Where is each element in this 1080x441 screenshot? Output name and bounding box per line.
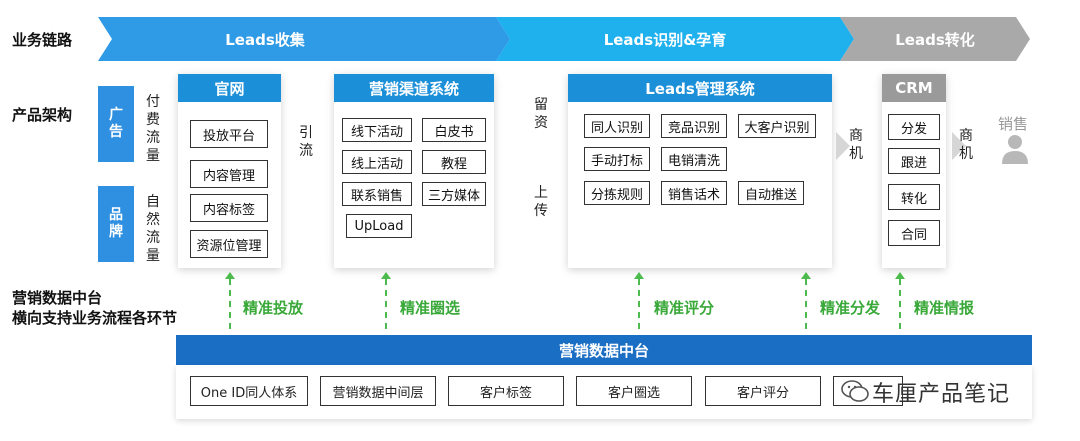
ad-tab: 广告 [98,86,134,162]
data-platform-bar: 营销数据中台 [176,335,1032,365]
retain-label: 留资 [534,97,548,131]
watermark-text: 车厘产品笔记 [872,382,1011,407]
precision-intelligence: 精准情报 [914,299,975,317]
crm-item: 分发 [888,114,940,140]
up-arrow-1 [225,272,235,329]
leads-item: 大客户识别 [738,114,816,138]
brand-tab-label: 品牌 [109,207,123,240]
business-chain-arrows [98,17,1030,61]
up-arrow-5 [895,272,905,329]
leads-item: 手动打标 [584,147,650,171]
up-arrow-3 [634,272,644,329]
chain-stage-identify: Leads识别&孕育 [603,30,727,49]
website-item: 内容管理 [190,160,268,188]
leads-item: 自动推送 [738,181,804,205]
platform-item: 营销数据中间层 [320,376,436,406]
platform-item: 客户标签 [448,376,564,406]
label-platform-line1: 营销数据中台 [12,289,103,307]
opportunity-label-2: 商机 [959,128,973,162]
leads-item: 同人识别 [584,114,650,138]
website-panel: 官网 投放平台 内容管理 内容标签 资源位管理 [178,74,281,268]
channel-item: 白皮书 [422,118,486,142]
crm-panel-title: CRM [882,74,946,102]
paid-traffic-label: 付费流量 [146,94,160,164]
leads-item: 分拣规则 [584,181,650,205]
upload-label: 上传 [534,185,548,219]
crm-item: 转化 [888,184,940,210]
wechat-logo [841,380,869,402]
channel-item: 线下活动 [342,118,412,142]
platform-item: One ID同人体系 [190,376,308,406]
precision-selection: 精准圈选 [400,299,461,317]
person-icon [1002,135,1028,164]
sales-label: 销售 [998,115,1029,133]
leads-panel-title: Leads管理系统 [568,74,832,102]
channel-panel-title: 营销渠道系统 [334,74,494,102]
drainage-label: 引流 [299,125,313,159]
crm-item: 跟进 [888,148,940,174]
up-arrow-2 [381,272,391,329]
platform-item: 客户评分 [705,376,821,406]
channel-item: 教程 [422,150,486,174]
arrow-to-sales [952,132,966,160]
label-business-chain: 业务链路 [12,31,73,49]
label-product-architecture: 产品架构 [12,106,73,124]
channel-item: 三方媒体 [422,182,486,206]
channel-item: 线上活动 [342,150,412,174]
platform-item: 客户圈选 [576,376,692,406]
website-item: 投放平台 [190,120,268,148]
arrow-to-crm [836,132,850,160]
label-platform-line2: 横向支持业务流程各环节 [12,309,178,327]
opportunity-label-1: 商机 [849,128,863,162]
website-item: 资源位管理 [190,230,268,258]
leads-item: 销售话术 [661,181,727,205]
ad-tab-label: 广告 [109,107,123,140]
channel-panel: 营销渠道系统 线下活动 白皮书 线上活动 教程 联系销售 三方媒体 UpLoad [334,74,494,268]
precision-delivery: 精准投放 [243,299,304,317]
chain-stage-convert: Leads转化 [895,30,975,49]
leads-item: 竞品识别 [661,114,727,138]
website-item: 内容标签 [190,194,268,222]
channel-item: UpLoad [346,214,412,238]
website-panel-title: 官网 [178,74,281,102]
precision-scoring: 精准评分 [654,299,715,317]
natural-traffic-label: 自然流量 [146,194,160,264]
channel-item: 联系销售 [342,182,412,206]
crm-panel: CRM 分发 跟进 转化 合同 [882,74,946,268]
brand-tab: 品牌 [98,186,134,262]
up-arrow-4 [801,272,811,329]
precision-distribution: 精准分发 [820,299,881,317]
leads-panel: Leads管理系统 同人识别 竞品识别 大客户识别 手动打标 电销清洗 分拣规则… [568,74,832,268]
crm-item: 合同 [888,220,940,246]
leads-item: 电销清洗 [661,147,727,171]
chain-stage-collect: Leads收集 [225,30,305,49]
